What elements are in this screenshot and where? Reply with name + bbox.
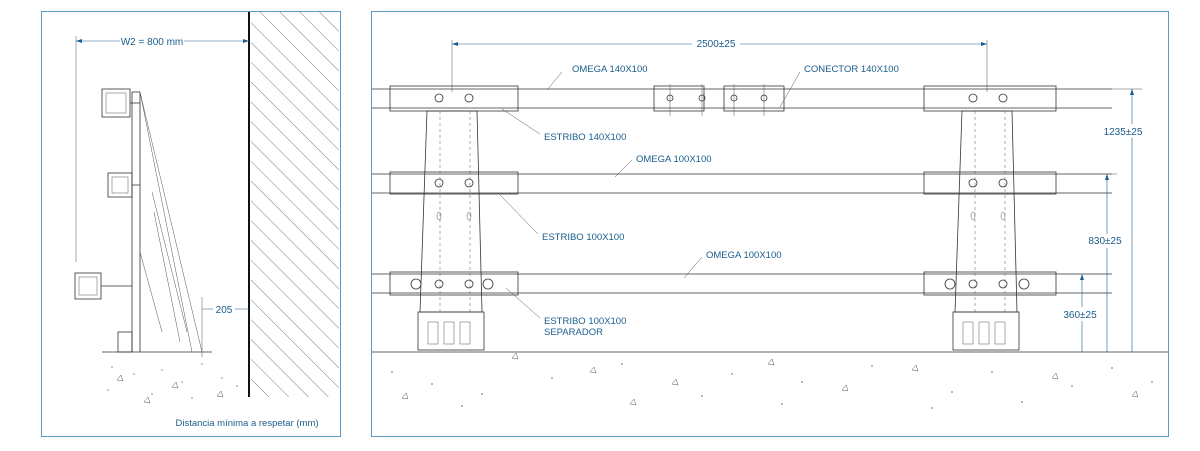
height-low-label: 360±25: [1063, 310, 1097, 321]
height-dimension-low: 360±25: [1058, 274, 1102, 352]
right-estribo-low: [923, 271, 1057, 296]
left-base: [417, 311, 485, 351]
mid-rail-profile: [107, 172, 140, 198]
base-plate: [117, 331, 133, 353]
omega-mid-label: OMEGA 100X100: [636, 154, 712, 165]
separator-label: SEPARADOR: [544, 327, 603, 338]
top-rail: [372, 88, 1112, 109]
estribo-low-label: ESTRIBO 100X100: [544, 316, 626, 327]
ground-texture: [391, 352, 1153, 409]
ground-texture: [107, 363, 238, 404]
wall-hatch: [251, 12, 339, 397]
right-estribo-top: [923, 85, 1057, 112]
left-estribo-mid: [389, 171, 519, 195]
connector: [653, 84, 785, 116]
low-rail-profile: [74, 272, 132, 300]
side-view-panel: W2 = 800 mm: [41, 11, 341, 437]
right-post: [923, 85, 1057, 351]
height-dimension-top: 1235±25: [1097, 88, 1149, 352]
offset-label: 205: [216, 305, 233, 316]
connector-label: CONECTOR 140X100: [804, 64, 899, 75]
left-post: [389, 85, 519, 351]
height-dimension-mid: 830±25: [1084, 173, 1126, 352]
omega-top-label: OMEGA 140X100: [572, 64, 648, 75]
mid-rail: [372, 173, 1112, 194]
right-base: [952, 311, 1020, 351]
left-estribo-top: [389, 85, 519, 112]
omega-low-label: OMEGA 100X100: [706, 250, 782, 261]
top-rail-profile: [101, 88, 140, 118]
left-estribo-low: [389, 271, 519, 296]
w2-label: W2 = 800 mm: [121, 37, 184, 48]
estribo-mid-label: ESTRIBO 100X100: [542, 232, 624, 243]
front-view-panel: 2500±25: [371, 11, 1169, 437]
low-rail: [372, 273, 1112, 294]
front-view-drawing: 2500±25: [372, 37, 1168, 409]
height-top-label: 1235±25: [1104, 127, 1143, 138]
height-mid-label: 830±25: [1088, 236, 1122, 247]
caption: Distancia mínima a respetar (mm): [175, 418, 318, 429]
spacing-label: 2500±25: [697, 39, 736, 50]
right-estribo-mid: [923, 171, 1057, 195]
estribo-top-label: ESTRIBO 140X100: [544, 132, 626, 143]
side-view-drawing: W2 = 800 mm: [74, 12, 339, 429]
